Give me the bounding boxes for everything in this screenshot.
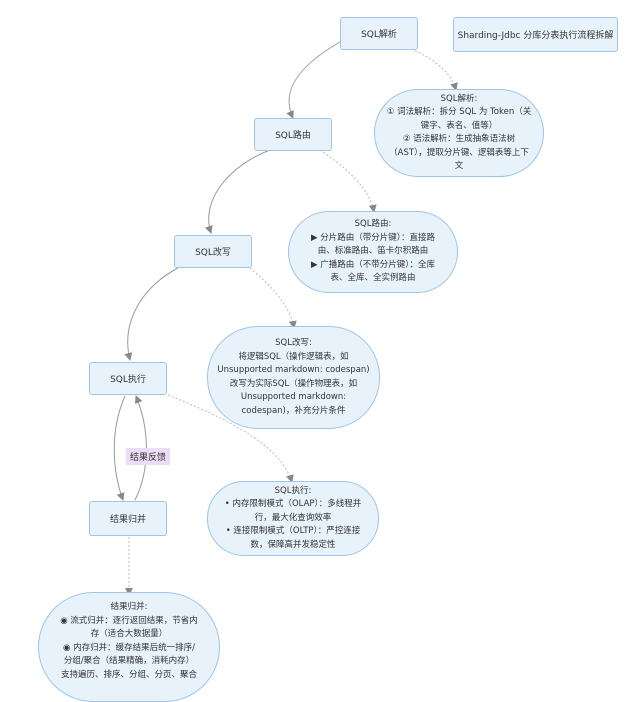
note-line: Unsupported markdown: codespan)	[217, 365, 370, 375]
note-line: （AST），提取分片键、逻辑表等上下	[389, 147, 529, 158]
node-sql-parse-label: SQL解析	[361, 30, 397, 40]
edge-route-rewrite	[204, 149, 271, 234]
note-line: 文	[454, 161, 464, 171]
edge-note-route	[319, 149, 377, 213]
note-result-merge: 结果归并: ◉ 流式归并：逐行返回结果，节省内 存（适合大数据量） ◉ 内存归并…	[38, 592, 220, 702]
note-line: SQL改写:	[275, 338, 312, 348]
note-line: 将逻辑SQL（操作逻辑表，如	[238, 351, 349, 362]
note-line: SQL执行:	[274, 485, 312, 496]
node-sql-rewrite: SQL改写	[174, 235, 252, 268]
edge-note-parse	[399, 44, 458, 91]
note-line: SQL路由:	[354, 219, 392, 230]
note-line: 由、标准路由、笛卡尔积路由	[317, 246, 429, 257]
edge-execute-merge	[113, 395, 126, 501]
node-sql-route-label: SQL路由	[275, 131, 311, 141]
note-line: • 连接限制模式（OLTP）：严控连接	[225, 526, 361, 537]
note-line: Unsupported markdown:	[240, 392, 347, 402]
edge-label-text: 结果反馈	[130, 453, 167, 463]
node-sql-rewrite-label: SQL改写	[195, 248, 231, 258]
note-line: codespan)，补充分片条件	[241, 405, 346, 416]
note-line: SQL解析:	[440, 93, 478, 104]
note-line: ◉ 内存归并：缓存结果后统一排序/	[63, 642, 195, 653]
note-line: 存（适合大数据量）	[90, 629, 168, 639]
node-result-merge: 结果归并	[89, 501, 167, 536]
note-line: ▶ 分片路由（带分片键）：直接路	[311, 232, 435, 243]
note-line: 键字、表名、值等）	[420, 120, 498, 131]
note-line: 行，最大化查询效率	[254, 512, 332, 523]
note-sql-route: SQL路由: ▶ 分片路由（带分片键）：直接路 由、标准路由、笛卡尔积路由 ▶ …	[288, 211, 458, 293]
note-sql-parse: SQL解析: ① 词法解析：拆分 SQL 为 Token（关 键字、表名、值等）…	[374, 89, 544, 177]
note-line: • 内存限制模式（OLAP）：多线程并	[224, 499, 362, 510]
edge-label-result-feedback: 结果反馈	[126, 448, 171, 465]
note-line: 数，保障高并发稳定性	[250, 539, 336, 550]
note-sql-rewrite: SQL改写: 将逻辑SQL（操作逻辑表，如 Unsupported markdo…	[207, 326, 380, 429]
diagram-title: Sharding-Jdbc 分库分表执行流程拆解	[453, 17, 618, 52]
edge-rewrite-execute	[124, 267, 179, 361]
node-sql-parse: SQL解析	[340, 17, 418, 50]
note-line: ② 语法解析：生成抽象语法树	[402, 134, 516, 144]
edge-note-rewrite	[249, 267, 297, 329]
note-line: ◉ 流式归并：逐行返回结果，节省内	[60, 615, 198, 626]
node-sql-execute-label: SQL执行	[110, 375, 146, 385]
node-sql-execute: SQL执行	[89, 362, 167, 395]
note-line: 分组/聚合（结果精确，消耗内存）	[63, 656, 195, 666]
note-line: 支持遍历、排序、分组、分页、聚合	[60, 669, 197, 680]
note-sql-execute: SQL执行: • 内存限制模式（OLAP）：多线程并 行，最大化查询效率 • 连…	[207, 481, 379, 556]
note-line: 结果归并:	[110, 602, 148, 612]
note-line: 表、全库、全实例路由	[330, 273, 416, 284]
edge-note-execute	[167, 394, 294, 483]
edge-parse-route	[286, 41, 341, 119]
diagram-title-text: Sharding-Jdbc 分库分表执行流程拆解	[457, 31, 614, 41]
node-result-merge-label: 结果归并	[109, 515, 146, 525]
note-line: ▶ 广播路由（不带分片键）：全库	[311, 259, 435, 270]
note-line: 改写为实际SQL（操作物理表，如	[229, 378, 358, 389]
note-line: ① 词法解析：拆分 SQL 为 Token（关	[386, 107, 532, 117]
node-sql-route: SQL路由	[254, 118, 332, 151]
